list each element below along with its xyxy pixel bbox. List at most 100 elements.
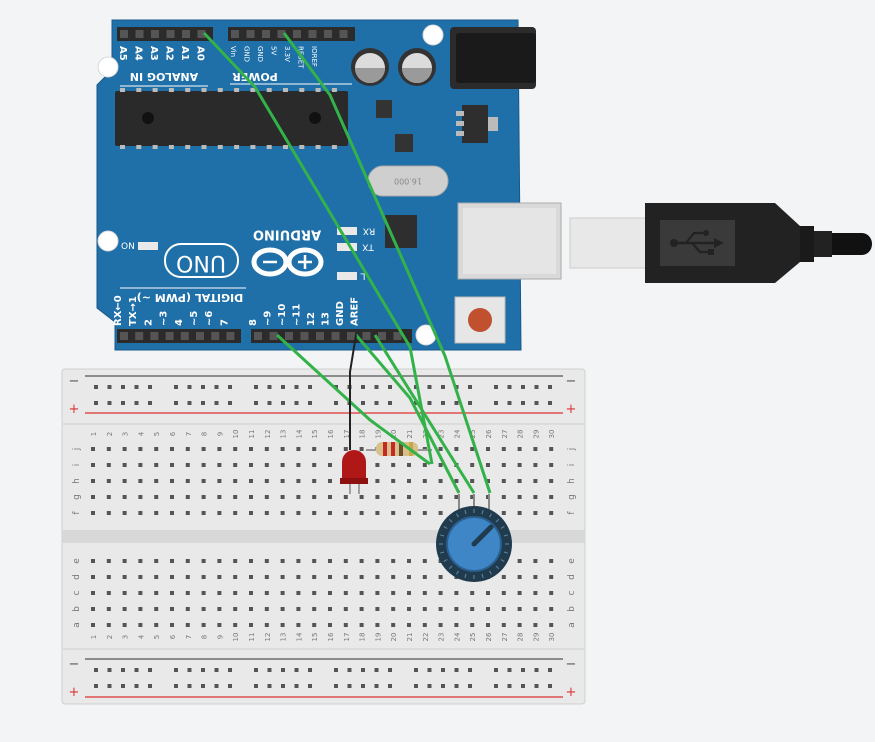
breadboard-hole[interactable] [233, 463, 238, 467]
breadboard-hole[interactable] [233, 447, 238, 451]
header-pin[interactable] [166, 30, 175, 38]
rail-hole[interactable] [548, 668, 552, 672]
rail-hole[interactable] [548, 684, 552, 688]
breadboard-hole[interactable] [343, 511, 348, 515]
rail-hole[interactable] [361, 401, 365, 405]
rail-hole[interactable] [507, 385, 512, 389]
breadboard-hole[interactable] [422, 479, 427, 483]
breadboard-hole[interactable] [91, 591, 95, 595]
rail-hole[interactable] [121, 668, 125, 672]
breadboard-hole[interactable] [249, 559, 253, 563]
breadboard-hole[interactable] [533, 495, 538, 499]
breadboard-hole[interactable] [233, 479, 238, 483]
breadboard-hole[interactable] [170, 463, 174, 467]
breadboard-hole[interactable] [375, 463, 380, 467]
breadboard-hole[interactable] [422, 591, 427, 595]
rail-hole[interactable] [187, 385, 192, 389]
breadboard-hole[interactable] [106, 479, 111, 483]
breadboard-hole[interactable] [91, 463, 95, 467]
breadboard-hole[interactable] [328, 591, 332, 595]
breadboard-hole[interactable] [91, 575, 95, 579]
breadboard-hole[interactable] [343, 623, 348, 627]
wire-5v-to-pot[interactable] [282, 32, 492, 494]
header-pin[interactable] [285, 332, 293, 340]
rail-hole[interactable] [308, 385, 312, 389]
rail-hole[interactable] [228, 401, 232, 405]
breadboard-hole[interactable] [486, 479, 490, 483]
breadboard-hole[interactable] [517, 607, 522, 611]
breadboard-hole[interactable] [91, 607, 95, 611]
breadboard-hole[interactable] [454, 479, 459, 483]
breadboard-hole[interactable] [264, 495, 269, 499]
rail-hole[interactable] [521, 401, 525, 405]
rail-hole[interactable] [281, 401, 285, 405]
rail-hole[interactable] [267, 684, 272, 688]
rail-hole[interactable] [281, 385, 285, 389]
rail-hole[interactable] [494, 401, 498, 405]
breadboard-hole[interactable] [312, 463, 317, 467]
breadboard-hole[interactable] [122, 575, 127, 579]
breadboard-hole[interactable] [280, 607, 285, 611]
rail-hole[interactable] [507, 684, 512, 688]
breadboard-hole[interactable] [375, 623, 380, 627]
breadboard-hole[interactable] [185, 559, 190, 563]
breadboard-hole[interactable] [217, 591, 222, 595]
rail-hole[interactable] [334, 401, 338, 405]
breadboard-hole[interactable] [138, 495, 143, 499]
rail-hole[interactable] [388, 684, 392, 688]
wire-gnd-to-pot[interactable] [354, 334, 461, 494]
rail-hole[interactable] [468, 401, 472, 405]
breadboard-hole[interactable] [517, 495, 522, 499]
breadboard-hole[interactable] [549, 575, 554, 579]
rail-hole[interactable] [374, 401, 379, 405]
breadboard-hole[interactable] [185, 447, 190, 451]
breadboard-hole[interactable] [391, 591, 396, 595]
breadboard-hole[interactable] [201, 463, 206, 467]
breadboard-hole[interactable] [470, 447, 475, 451]
rail-hole[interactable] [281, 684, 285, 688]
breadboard-hole[interactable] [312, 511, 317, 515]
breadboard-hole[interactable] [501, 575, 506, 579]
breadboard-hole[interactable] [391, 559, 396, 563]
breadboard-hole[interactable] [533, 607, 538, 611]
rail-hole[interactable] [254, 385, 258, 389]
breadboard-hole[interactable] [454, 623, 459, 627]
rail-hole[interactable] [294, 684, 299, 688]
rail-hole[interactable] [521, 668, 525, 672]
breadboard-hole[interactable] [154, 511, 159, 515]
breadboard-hole[interactable] [438, 591, 443, 595]
breadboard-hole[interactable] [217, 495, 222, 499]
breadboard-hole[interactable] [533, 511, 538, 515]
rail-hole[interactable] [334, 684, 338, 688]
breadboard-hole[interactable] [280, 495, 285, 499]
breadboard-hole[interactable] [249, 575, 253, 579]
rail-hole[interactable] [441, 401, 445, 405]
breadboard-hole[interactable] [122, 495, 127, 499]
breadboard-hole[interactable] [533, 591, 538, 595]
rail-hole[interactable] [534, 668, 539, 672]
breadboard-hole[interactable] [217, 463, 222, 467]
rail-hole[interactable] [201, 385, 205, 389]
breadboard-hole[interactable] [122, 447, 127, 451]
breadboard-hole[interactable] [233, 495, 238, 499]
header-pin[interactable] [293, 30, 301, 38]
breadboard-hole[interactable] [264, 607, 269, 611]
breadboard-hole[interactable] [438, 575, 443, 579]
breadboard-hole[interactable] [343, 575, 348, 579]
rail-hole[interactable] [534, 401, 539, 405]
breadboard-hole[interactable] [201, 623, 206, 627]
breadboard-hole[interactable] [217, 559, 222, 563]
breadboard-hole[interactable] [375, 559, 380, 563]
resistor[interactable] [366, 442, 432, 456]
breadboard-hole[interactable] [312, 495, 317, 499]
breadboard-hole[interactable] [328, 623, 332, 627]
breadboard-hole[interactable] [454, 607, 459, 611]
breadboard-hole[interactable] [280, 591, 285, 595]
breadboard-hole[interactable] [280, 575, 285, 579]
breadboard-hole[interactable] [517, 479, 522, 483]
rail-hole[interactable] [548, 401, 552, 405]
breadboard-hole[interactable] [106, 447, 111, 451]
rail-hole[interactable] [427, 684, 432, 688]
header-pin[interactable] [316, 332, 324, 340]
rail-hole[interactable] [454, 684, 459, 688]
